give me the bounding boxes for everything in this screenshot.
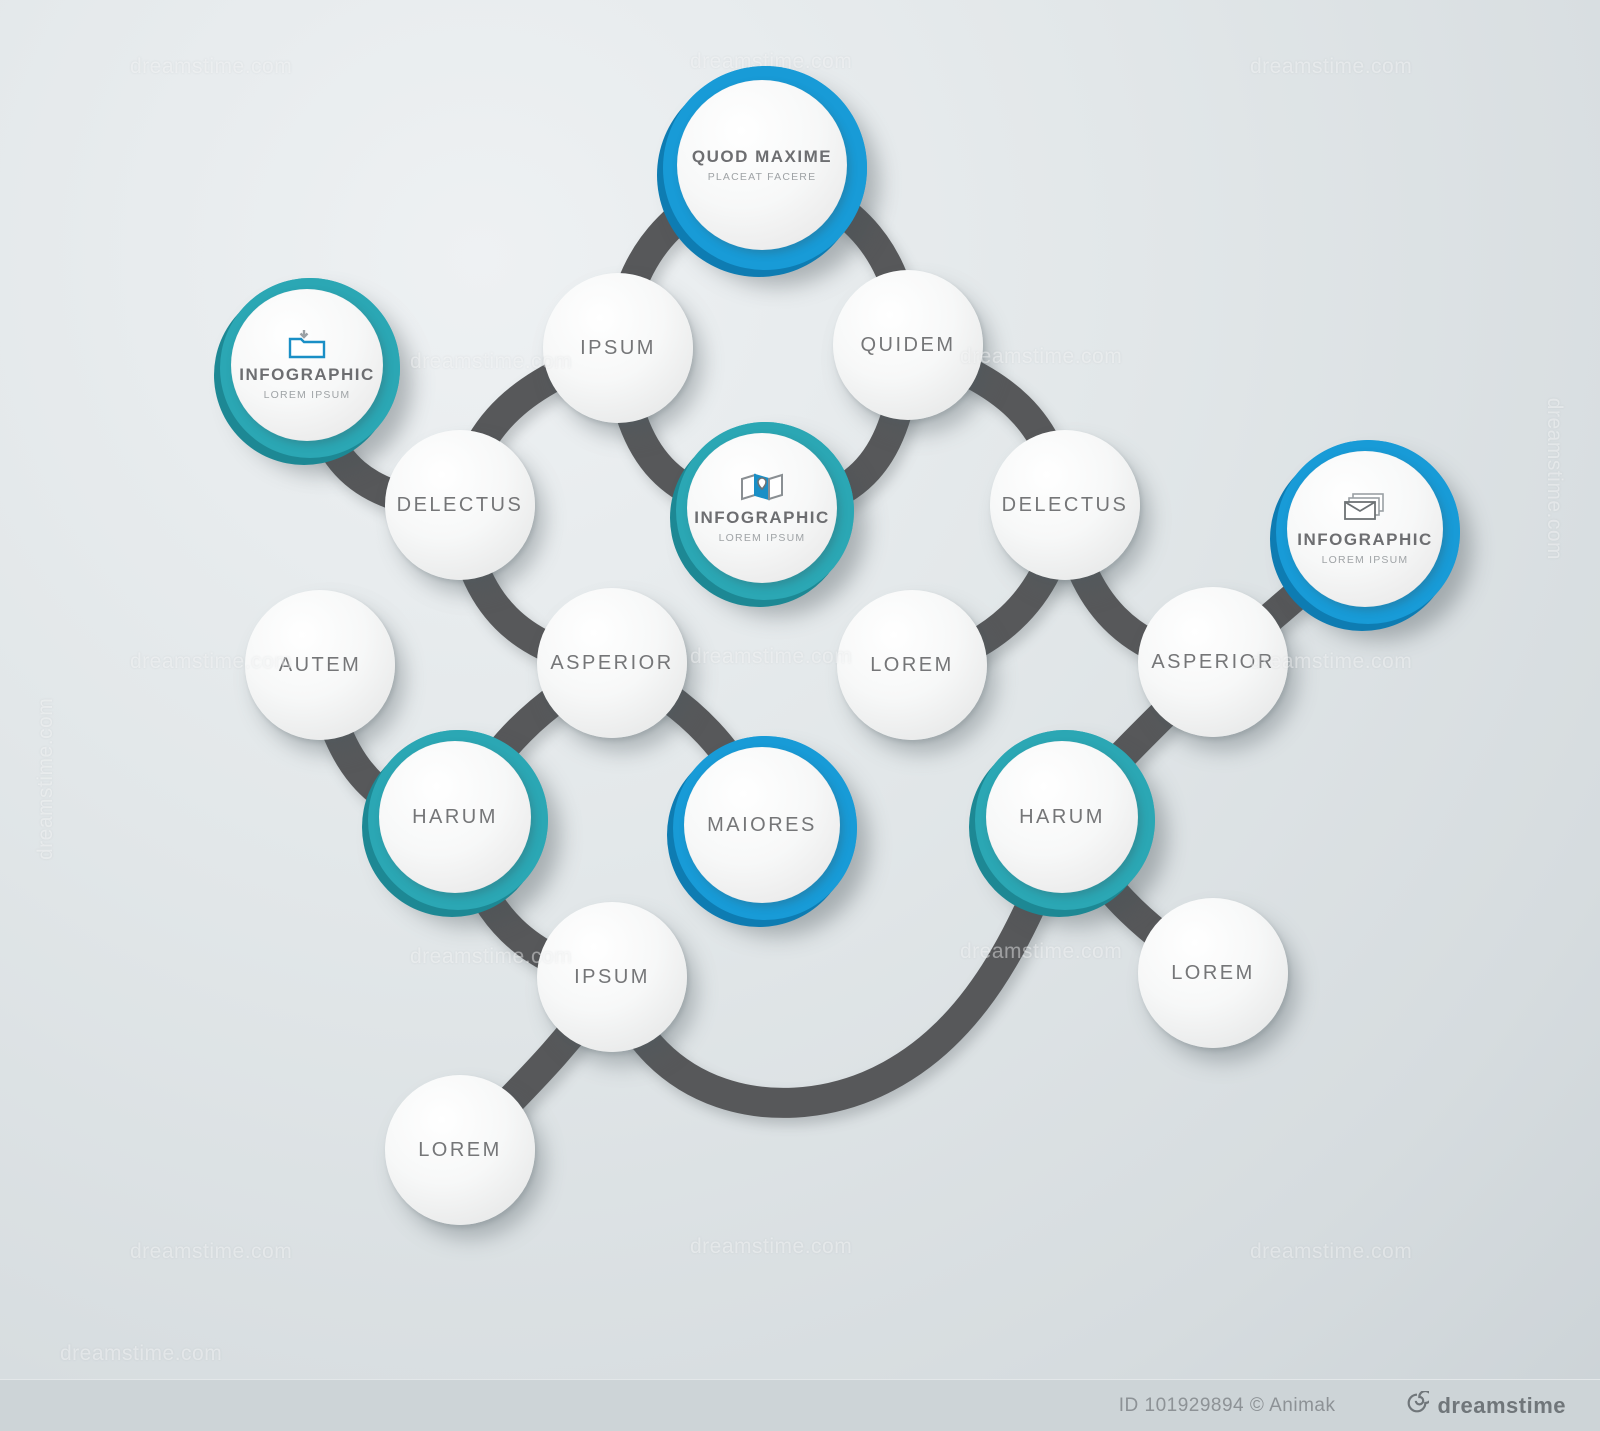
node-harum-left: HARUM [368,730,548,910]
node-label: INFOGRAPHIC [694,508,830,527]
node-maiores: MAIORES [673,736,857,920]
image-credit: ID 101929894 © Animak [1118,1394,1336,1416]
node-label: HARUM [412,805,498,828]
node-label: ASPERIOR [550,651,674,674]
node-label: LOREM [418,1138,502,1161]
node-label: LOREM [1171,961,1255,984]
node-quod-maxime: QUOD MAXIME PLACEAT FACERE [663,66,867,270]
node-label: ASPERIOR [1151,650,1275,673]
node-label: IPSUM [574,965,650,988]
map-location-icon [740,472,784,502]
node-sublabel: LOREM IPSUM [263,389,351,401]
node-inner: INFOGRAPHIC LOREM IPSUM [231,289,383,441]
node-ipsum-top: IPSUM [543,273,693,423]
node-harum-right: HARUM [975,730,1155,910]
node-label: MAIORES [707,813,817,836]
node-inner: HARUM [379,741,531,893]
node-delectus-left: DELECTUS [385,430,535,580]
mail-stack-icon [1343,492,1387,524]
node-inner: QUOD MAXIME PLACEAT FACERE [677,80,847,250]
node-sublabel: PLACEAT FACERE [707,171,817,183]
node-label: INFOGRAPHIC [239,365,375,384]
node-asperior-left: ASPERIOR [537,588,687,738]
dreamstime-brand: dreamstime [1405,1389,1566,1421]
node-label: INFOGRAPHIC [1297,530,1433,549]
node-infographic-right: INFOGRAPHIC LOREM IPSUM [1276,440,1460,624]
node-autem: AUTEM [245,590,395,740]
node-lorem-right: LOREM [1138,898,1288,1048]
brand-label: dreamstime [1437,1392,1566,1418]
node-label: HARUM [1019,805,1105,828]
node-inner: INFOGRAPHIC LOREM IPSUM [1287,451,1443,607]
node-inner: HARUM [986,741,1138,893]
node-ipsum-bottom: IPSUM [537,902,687,1052]
node-label: QUIDEM [860,333,956,356]
node-infographic-left: INFOGRAPHIC LOREM IPSUM [220,278,400,458]
node-label: DELECTUS [396,493,524,516]
node-sublabel: LOREM IPSUM [1321,554,1409,566]
footer-bar: ID 101929894 © Animak dreamstime [0,1379,1600,1431]
node-sublabel: LOREM IPSUM [718,532,806,544]
dreamstime-spiral-icon [1405,1389,1433,1415]
node-label: QUOD MAXIME [691,147,833,166]
node-label: DELECTUS [1001,493,1129,516]
node-inner: INFOGRAPHIC LOREM IPSUM [687,433,837,583]
node-infographic-center: INFOGRAPHIC LOREM IPSUM [676,422,854,600]
node-delectus-right: DELECTUS [990,430,1140,580]
node-quidem: QUIDEM [833,270,983,420]
node-lorem-middle: LOREM [837,590,987,740]
folder-download-icon [287,329,327,359]
node-lorem-bottom: LOREM [385,1075,535,1225]
node-label: LOREM [870,653,954,676]
node-label: IPSUM [580,336,656,359]
node-inner: MAIORES [684,747,840,903]
node-label: AUTEM [278,653,362,676]
node-asperior-right: ASPERIOR [1138,587,1288,737]
